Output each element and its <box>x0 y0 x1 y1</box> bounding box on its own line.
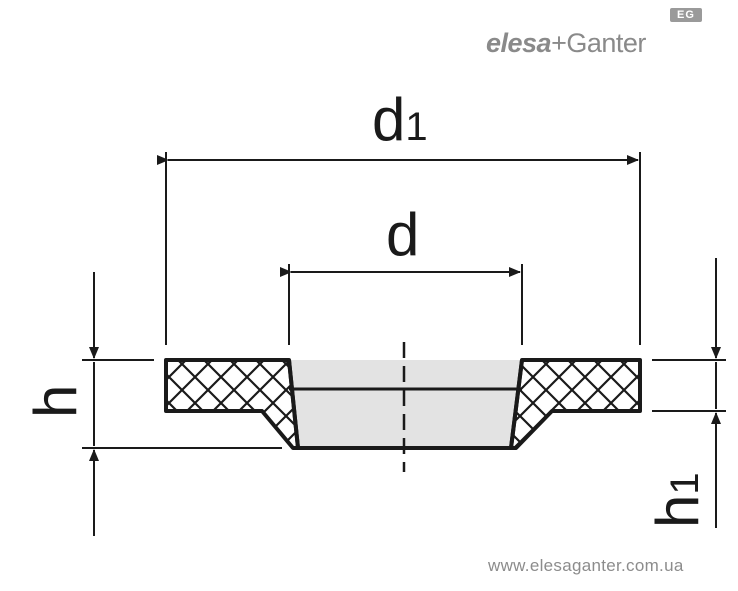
brand-logo: elesa+Ganter EG <box>486 8 702 58</box>
d1-label: d1 <box>372 86 428 153</box>
website-url: www.elesaganter.com.ua <box>488 556 684 575</box>
brand-wordmark: elesa+Ganter <box>486 28 646 58</box>
h1-label: h1 <box>644 472 711 528</box>
bore-area <box>289 360 522 448</box>
brand-badge: EG <box>670 8 702 22</box>
left-ring-section <box>164 358 300 450</box>
h-label: h <box>22 385 89 418</box>
right-ring-section <box>509 358 642 450</box>
d-label: d <box>386 201 419 268</box>
